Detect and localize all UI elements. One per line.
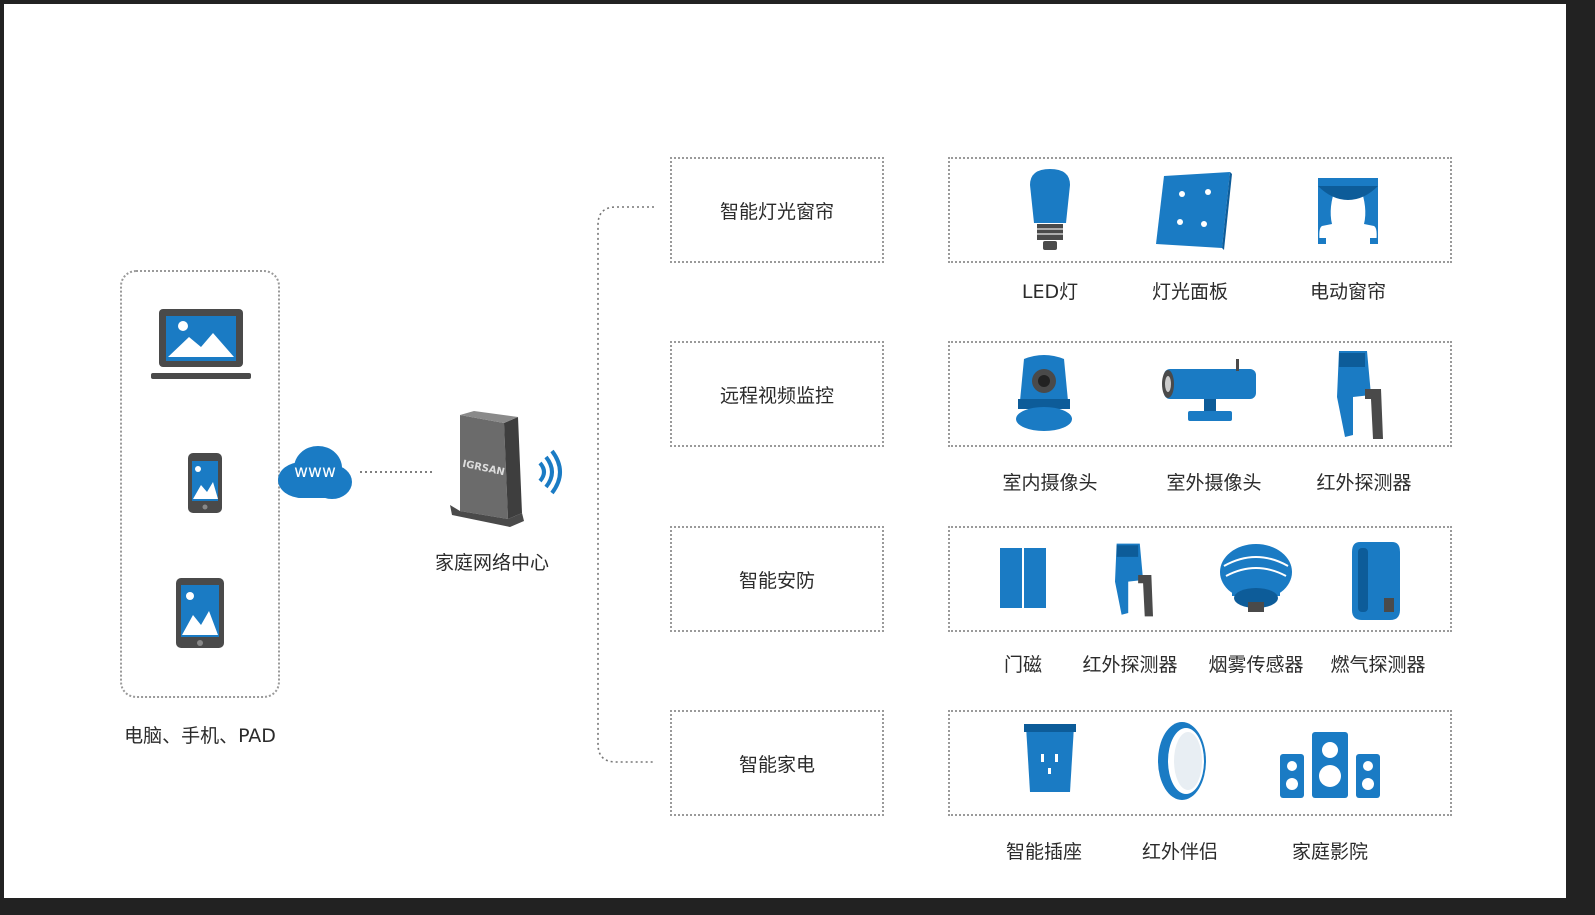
light-panel-icon [1152,172,1232,250]
item-label-infrared-detector: 红外探测器 [1082,654,1178,676]
devices-label: 电脑、手机、PAD [124,725,276,747]
hub-label: 家庭网络中心 [434,552,550,574]
infrared-detector-icon [1331,349,1389,441]
curtain-icon [1318,178,1378,244]
item-label-gas-detector: 燃气探测器 [1330,654,1426,676]
tablet-icon [175,577,225,649]
bulb-icon [1026,167,1074,255]
gas-detector-icon [1350,540,1402,622]
outdoor-camera-icon [1160,359,1260,423]
category-appliance: 智能家电 [670,710,884,816]
item-label-smart-socket: 智能插座 [1005,841,1083,863]
infrared-detector-icon [1110,542,1158,618]
item-label-indoor-camera: 室内摄像头 [1002,472,1098,494]
category-video: 远程视频监控 [670,341,884,447]
home-theater-icon [1278,730,1382,800]
item-label-led: LED灯 [1021,281,1079,303]
item-label-curtain: 电动窗帘 [1309,281,1387,303]
indoor-camera-icon [1014,353,1074,433]
wifi-icon [534,447,564,497]
item-label-smoke-sensor: 烟雾传感器 [1208,654,1304,676]
cloud-icon: www [276,442,354,502]
item-label-home-theater: 家庭影院 [1291,841,1369,863]
laptop-icon [151,307,251,383]
smoke-sensor-icon [1218,542,1294,614]
ir-companion-icon [1152,720,1208,802]
cloud-label: www [294,462,336,482]
item-label-outdoor-camera: 室外摄像头 [1166,472,1262,494]
category-security: 智能安防 [670,526,884,632]
door-sensor-icon [998,546,1048,610]
category-lighting: 智能灯光窗帘 [670,157,884,263]
item-label-infrared-detector: 红外探测器 [1316,472,1412,494]
phone-icon [187,452,223,514]
router-icon: IGRSAN [446,409,528,529]
item-label-door-sensor: 门磁 [1003,654,1043,676]
item-label-ir-companion: 红外伴侣 [1141,841,1219,863]
connector-lines [360,206,654,763]
diagram-canvas: 电脑、手机、PAD www IGRSAN 家庭网络中心 智能灯光窗帘 远程视频监… [4,4,1566,898]
smart-socket-icon [1024,724,1076,794]
item-label-light-panel: 灯光面板 [1151,281,1229,303]
